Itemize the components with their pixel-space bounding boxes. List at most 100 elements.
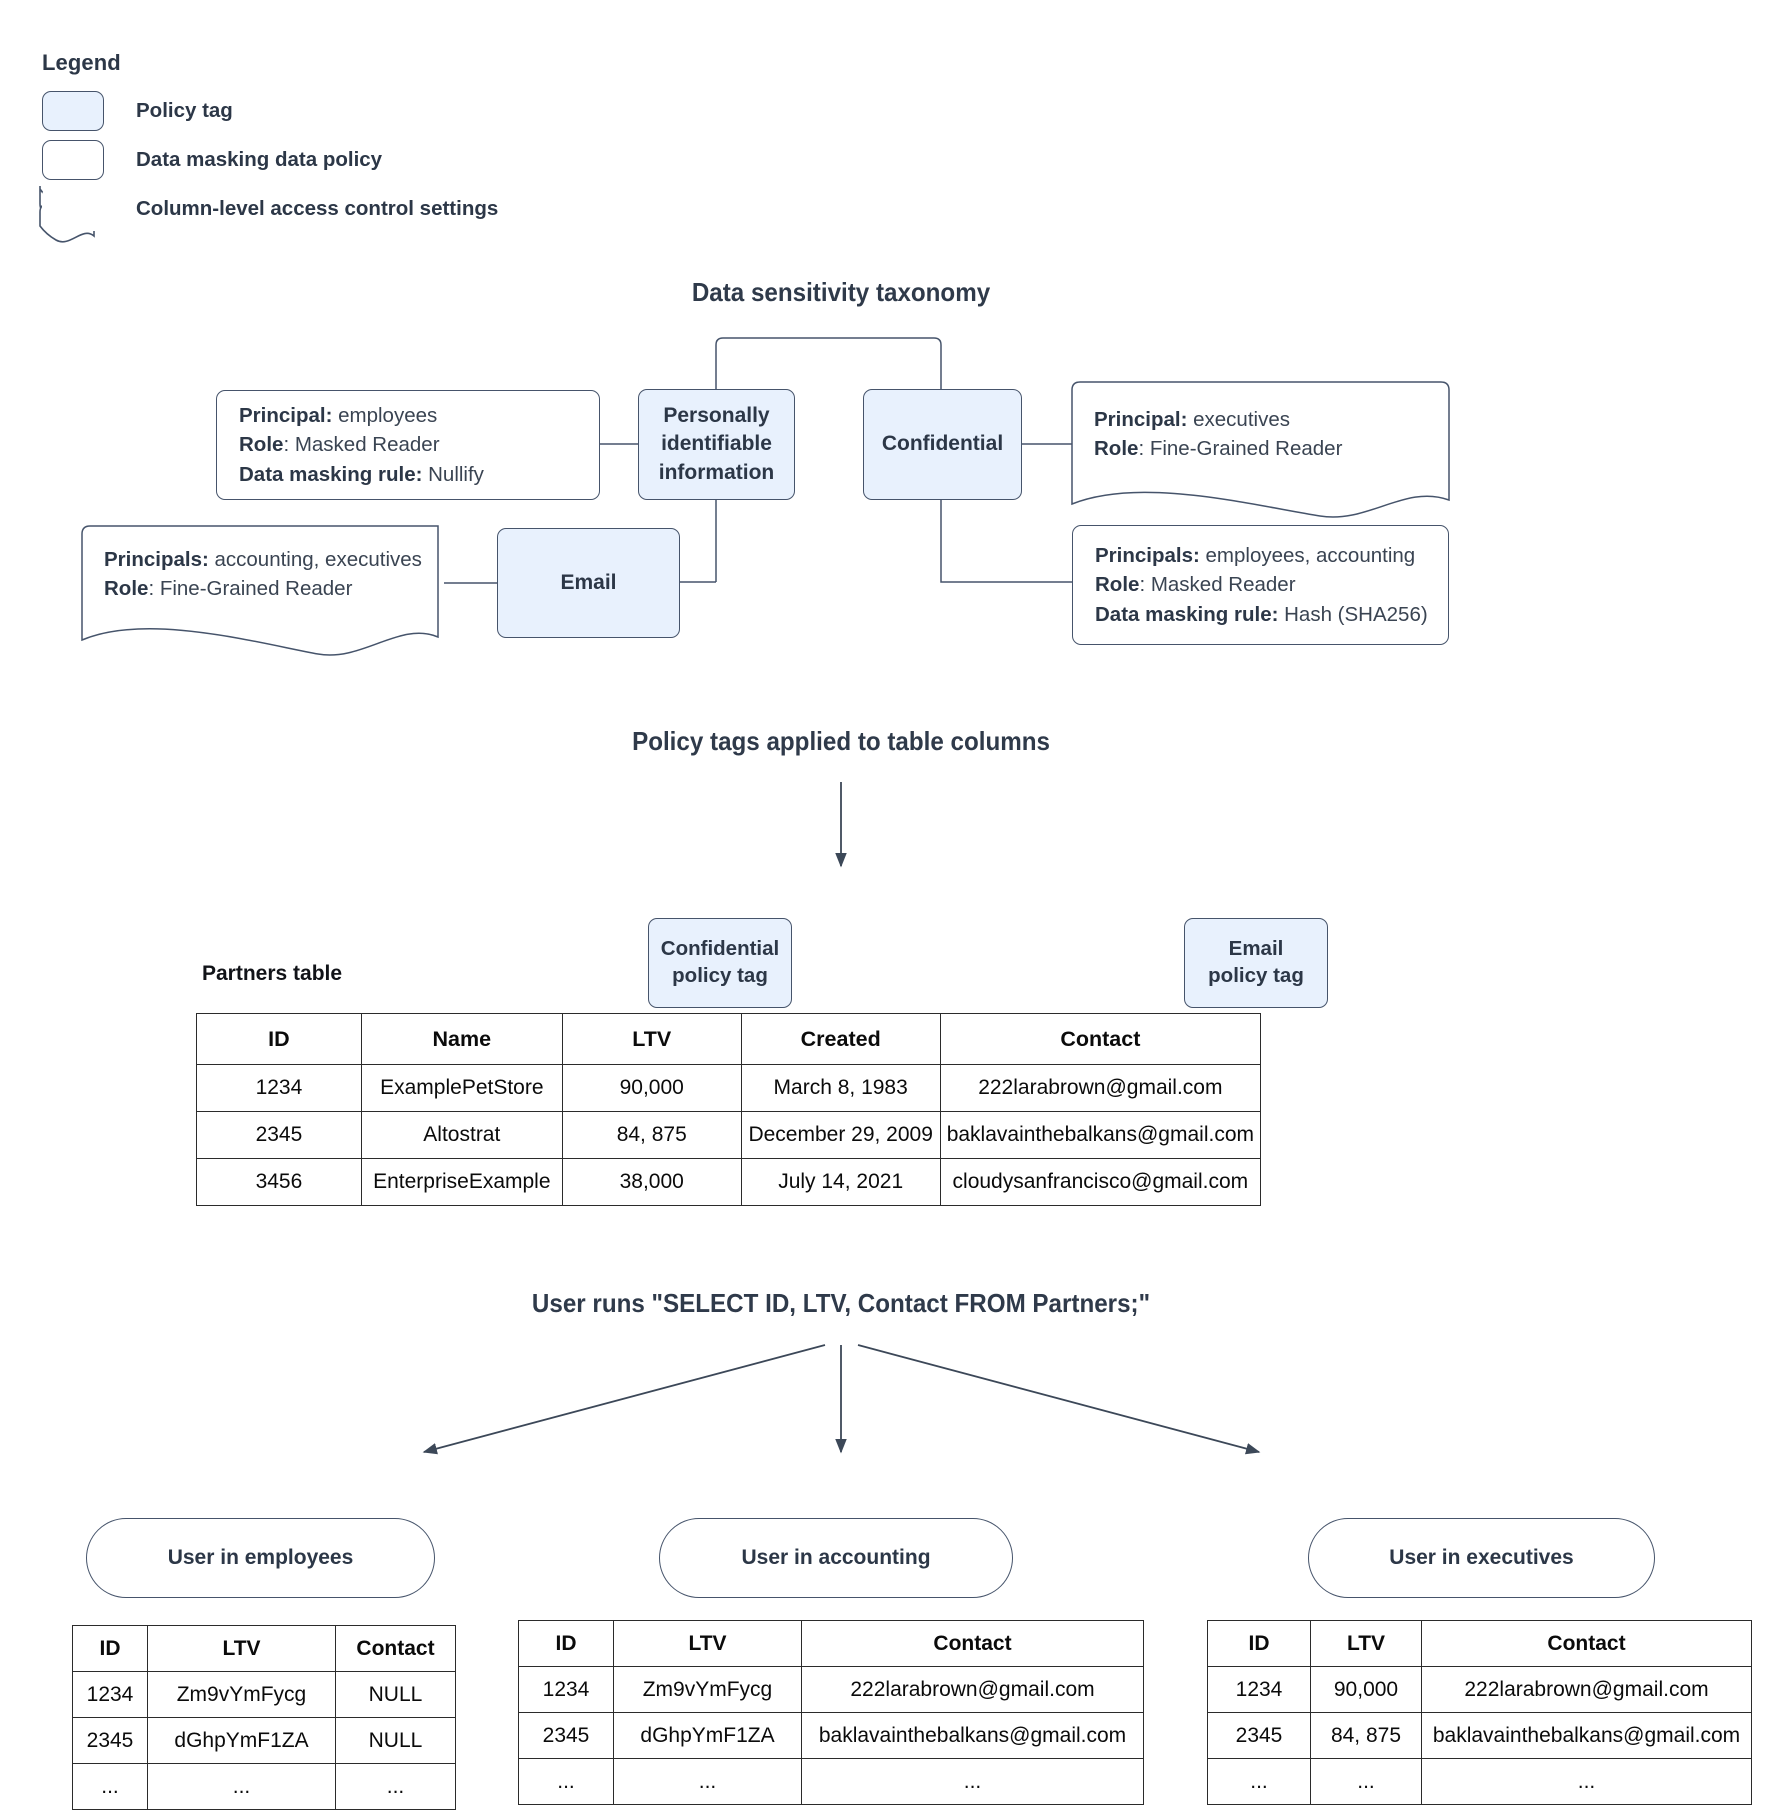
- cell: ...: [1310, 1758, 1422, 1805]
- cell: ...: [613, 1758, 802, 1805]
- cell: NULL: [335, 1717, 456, 1764]
- column-header: ID: [518, 1620, 614, 1667]
- cell: EnterpriseExample: [360, 1158, 563, 1206]
- partners-table-label: Partners table: [202, 962, 343, 985]
- policy-value: : Fine-Grained Reader: [1138, 437, 1343, 461]
- column-header: Created: [740, 1013, 941, 1065]
- column-header: LTV: [613, 1620, 802, 1667]
- policy-tag-pii[interactable]: Personally identifiable information: [638, 389, 795, 500]
- legend: Legend Policy tag Data masking data poli…: [42, 50, 498, 234]
- table-header-row: ID LTV Contact: [1207, 1620, 1752, 1667]
- cell: NULL: [335, 1671, 456, 1718]
- table-row: 1234 Zm9vYmFycg NULL: [72, 1671, 456, 1718]
- policy-key: Data masking rule:: [1095, 602, 1279, 626]
- policy-value: executives: [1187, 408, 1290, 431]
- column-access-swatch-icon: [42, 186, 104, 231]
- cell: ...: [72, 1763, 148, 1810]
- table-header-row: ID LTV Contact: [72, 1625, 456, 1672]
- column-header: LTV: [1310, 1620, 1422, 1667]
- result-table-accounting: ID LTV Contact 1234 Zm9vYmFycg 222larabr…: [518, 1620, 1144, 1805]
- policy-value: Nullify: [422, 462, 484, 486]
- policy-value: employees: [332, 404, 438, 428]
- cell: ...: [1421, 1758, 1752, 1805]
- policy-key: Principals:: [1095, 544, 1200, 568]
- data-masking-swatch-icon: [42, 139, 104, 180]
- policy-key: Principal:: [1094, 408, 1188, 431]
- legend-item-policy-tag: Policy tag: [42, 87, 498, 134]
- cell: 222larabrown@gmail.com: [801, 1666, 1144, 1713]
- legend-title: Legend: [42, 50, 121, 75]
- table-row: 1234 90,000 222larabrown@gmail.com: [1207, 1666, 1752, 1713]
- policy-value: : Masked Reader: [283, 433, 440, 457]
- cell: ...: [801, 1758, 1144, 1805]
- policy-tag-swatch-icon: [42, 90, 104, 131]
- policy-box-email-access: Principals: accounting, executives Role:…: [82, 545, 438, 603]
- policy-tag-email[interactable]: Email: [497, 528, 680, 638]
- table-row: ... ... ...: [518, 1758, 1144, 1805]
- result-table-executives: ID LTV Contact 1234 90,000 222larabrown@…: [1207, 1620, 1752, 1805]
- cell: 3456: [196, 1158, 362, 1206]
- cell: 1234: [1207, 1666, 1311, 1713]
- cell: ...: [1207, 1758, 1311, 1805]
- column-header: ID: [196, 1013, 362, 1065]
- applied-heading: Policy tags applied to table columns: [632, 726, 1050, 756]
- policy-tag-confidential[interactable]: Confidential: [863, 389, 1022, 500]
- callout-line-1: Email: [1228, 937, 1284, 961]
- cell: Zm9vYmFycg: [613, 1666, 802, 1713]
- callout-line-2: policy tag: [672, 964, 768, 987]
- taxonomy-heading: Data sensitivity taxonomy: [691, 277, 991, 307]
- column-header: LTV: [147, 1625, 336, 1672]
- cell: 1234: [196, 1064, 362, 1112]
- cell: ...: [518, 1758, 614, 1805]
- cell: July 14, 2021: [740, 1158, 941, 1206]
- table-row: 2345 Altostrat 84, 875 December 29, 2009…: [196, 1111, 1262, 1159]
- cell: ...: [335, 1763, 456, 1810]
- cell: 2345: [72, 1717, 148, 1764]
- table-row: 1234 ExamplePetStore 90,000 March 8, 198…: [196, 1064, 1262, 1112]
- policy-key: Role: [104, 577, 149, 601]
- email-policy-tag-callout[interactable]: Email policy tag: [1184, 918, 1328, 1008]
- actor-label: User in accounting: [741, 1546, 931, 1569]
- column-header: Contact: [939, 1013, 1262, 1065]
- legend-item-data-masking: Data masking data policy: [42, 136, 498, 183]
- cell: 84, 875: [1310, 1712, 1422, 1759]
- policy-tag-label: Email: [560, 570, 617, 594]
- table-header-row: ID LTV Contact: [518, 1620, 1144, 1667]
- actor-employees: User in employees: [86, 1518, 435, 1598]
- cell: 222larabrown@gmail.com: [1421, 1666, 1752, 1713]
- table-row: 2345 84, 875 baklavainthebalkans@gmail.c…: [1207, 1712, 1752, 1759]
- column-header: Contact: [1421, 1620, 1752, 1667]
- cell: 84, 875: [561, 1111, 742, 1159]
- cell: 90,000: [561, 1064, 742, 1112]
- cell: 1234: [72, 1671, 148, 1718]
- policy-key: Role: [239, 433, 284, 457]
- policy-key: Principal:: [239, 404, 333, 428]
- confidential-policy-tag-callout[interactable]: Confidential policy tag: [648, 918, 792, 1008]
- policy-key: Role: [1094, 437, 1139, 461]
- cell: March 8, 1983: [740, 1064, 941, 1112]
- policy-key: Principals:: [104, 548, 209, 571]
- policy-tag-label: Confidential: [881, 432, 1004, 456]
- cell: 2345: [196, 1111, 362, 1159]
- table-row: 2345 dGhpYmF1ZA NULL: [72, 1717, 456, 1764]
- legend-item-label: Policy tag: [136, 98, 233, 122]
- cell: Zm9vYmFycg: [147, 1671, 336, 1718]
- legend-item-label: Column-level access control settings: [136, 196, 499, 220]
- table-header-row: ID Name LTV Created Contact: [196, 1013, 1262, 1065]
- policy-value: Hash (SHA256): [1278, 602, 1428, 626]
- column-header: LTV: [561, 1013, 742, 1065]
- cell: December 29, 2009: [740, 1111, 941, 1159]
- cell: dGhpYmF1ZA: [147, 1717, 336, 1764]
- policy-key: Data masking rule:: [239, 462, 423, 486]
- policy-box-confidential-access: Principal: executives Role: Fine-Grained…: [1072, 405, 1452, 463]
- actor-accounting: User in accounting: [659, 1518, 1013, 1598]
- callout-line-2: policy tag: [1208, 964, 1304, 987]
- actor-label: User in employees: [167, 1546, 354, 1569]
- cell: 222larabrown@gmail.com: [939, 1064, 1262, 1112]
- partners-table: ID Name LTV Created Contact 1234 Example…: [196, 1013, 1262, 1206]
- column-header: Contact: [801, 1620, 1144, 1667]
- legend-item-label: Data masking data policy: [136, 147, 383, 171]
- callout-line-1: Confidential: [660, 937, 780, 961]
- cell: 2345: [518, 1712, 614, 1759]
- actor-label: User in executives: [1389, 1546, 1574, 1569]
